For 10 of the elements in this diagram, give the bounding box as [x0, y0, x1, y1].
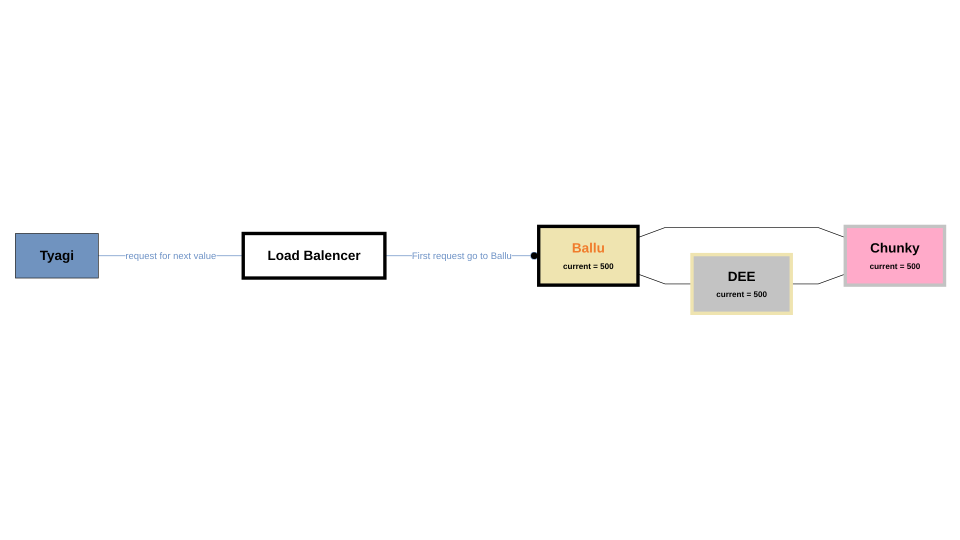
node-box: Tyagi: [15, 233, 99, 279]
edge-label: First request go to Ballu: [412, 250, 512, 261]
node-box: Chunky current = 500: [844, 224, 946, 287]
node-box: Load Balencer: [242, 232, 387, 280]
node-box: DEE current = 500: [690, 253, 793, 316]
edge-label: request for next value: [125, 250, 216, 261]
connector: [790, 274, 846, 284]
connector: [638, 227, 846, 238]
node-box: Ballu current = 500: [537, 224, 640, 287]
connector: [638, 274, 692, 284]
